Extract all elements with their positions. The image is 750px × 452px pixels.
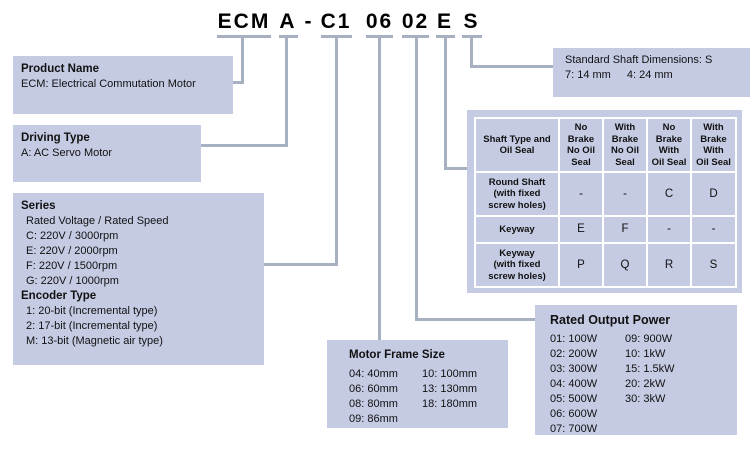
list-line: 09: 900W bbox=[625, 333, 673, 345]
encoder-type-title: Encoder Type bbox=[21, 290, 97, 302]
col-header-with-brake-with-oil: With Brake With Oil Seal bbox=[690, 117, 737, 173]
driving-type-title: Driving Type bbox=[21, 132, 90, 144]
cell-value: D bbox=[690, 171, 737, 217]
list-line: 13: 130mm bbox=[422, 383, 478, 395]
shaft-type-oil-seal-table: Shaft Type and Oil Seal No Brake No Oil … bbox=[474, 117, 737, 288]
standard-shaft-dimensions-title: Standard Shaft Dimensions: S bbox=[565, 54, 713, 66]
list-line: 15: 1.5kW bbox=[625, 363, 675, 375]
connector-e-horizontal bbox=[444, 167, 468, 170]
connector-s-vertical bbox=[470, 36, 473, 68]
list-line: M: 13-bit (Magnetic air type) bbox=[26, 335, 163, 347]
list-line: 02: 200W bbox=[550, 348, 598, 360]
list-line: 09: 86mm bbox=[349, 413, 398, 425]
list-line: 06: 60mm bbox=[349, 383, 398, 395]
rated-output-power-title: Rated Output Power bbox=[550, 313, 671, 327]
connector-c1-horizontal bbox=[247, 263, 338, 266]
list-line: 2: 17-bit (Incremental type) bbox=[26, 320, 158, 332]
cell-value: S bbox=[690, 242, 737, 288]
product-name-title: Product Name bbox=[21, 63, 99, 75]
model-segment-s: S bbox=[463, 10, 480, 33]
cell-value: Q bbox=[602, 242, 648, 288]
list-line: 04: 400W bbox=[550, 378, 598, 390]
list-line: G: 220V / 1000rpm bbox=[26, 275, 119, 287]
connector-02-horizontal bbox=[415, 318, 536, 321]
connector-06-vertical bbox=[378, 36, 381, 341]
col-header-no-brake-no-oil: No Brake No Oil Seal bbox=[558, 117, 604, 173]
cell-value: - bbox=[602, 171, 648, 217]
connector-c1-vertical bbox=[335, 36, 338, 266]
cell-value: P bbox=[558, 242, 604, 288]
list-line: 01: 100W bbox=[550, 333, 598, 345]
table-row: Round Shaft (with fixed screw holes) - -… bbox=[474, 171, 737, 217]
table-row: Keyway (with fixed screw holes) P Q R S bbox=[474, 242, 737, 288]
connector-02-vertical bbox=[415, 36, 418, 321]
model-segment-c1: C1 bbox=[320, 10, 352, 33]
standard-shaft-dimensions-box: Standard Shaft Dimensions: S 7: 14 mm 4: … bbox=[553, 48, 750, 97]
product-name-desc: ECM: Electrical Commutation Motor bbox=[21, 78, 196, 90]
driving-type-desc: A: AC Servo Motor bbox=[21, 147, 113, 159]
cell-value: F bbox=[602, 215, 648, 244]
underline-ecm bbox=[217, 35, 271, 38]
motor-frame-size-col2: 10: 100mm 13: 130mm 18: 180mm bbox=[422, 367, 477, 412]
list-line: 03: 300W bbox=[550, 363, 598, 375]
rated-output-power-col1: 01: 100W 02: 200W 03: 300W 04: 400W 05: 500W… bbox=[550, 332, 597, 437]
model-segment-06: 06 bbox=[365, 10, 394, 33]
row-label-keyway-fixed: Keyway (with fixed screw holes) bbox=[474, 242, 560, 288]
connector-s-horizontal bbox=[470, 65, 554, 68]
underline-a bbox=[279, 35, 298, 38]
model-segment-e: E bbox=[436, 10, 453, 33]
driving-type-box: Driving Type A: AC Servo Motor bbox=[13, 125, 201, 182]
col-header-no-brake-with-oil: No Brake With Oil Seal bbox=[646, 117, 692, 173]
cell-value: E bbox=[558, 215, 604, 244]
series-items: C: 220V / 3000rpm E: 220V / 2000rpm F: 220… bbox=[21, 229, 256, 289]
table-corner-header: Shaft Type and Oil Seal bbox=[474, 117, 560, 173]
encoder-type-items: 1: 20-bit (Incremental type) 2: 17-bit (I… bbox=[21, 304, 256, 349]
cell-value: C bbox=[646, 171, 692, 217]
list-line: 07: 700W bbox=[550, 423, 598, 435]
series-title: Series bbox=[21, 200, 56, 212]
connector-ecm-vertical bbox=[241, 36, 244, 84]
motor-frame-size-col1: 04: 40mm 06: 60mm 08: 80mm 09: 86mm bbox=[349, 367, 398, 427]
cell-value: - bbox=[646, 215, 692, 244]
connector-e-vertical bbox=[444, 36, 447, 170]
col-header-with-brake-no-oil: With Brake No Oil Seal bbox=[602, 117, 648, 173]
motor-frame-size-title: Motor Frame Size bbox=[349, 349, 445, 361]
cell-value: R bbox=[646, 242, 692, 288]
shaft-dimension-4: 4: 24 mm bbox=[626, 69, 673, 81]
motor-frame-size-box: Motor Frame Size 04: 40mm 06: 60mm 08: 80m… bbox=[327, 340, 508, 428]
row-label-round-shaft: Round Shaft (with fixed screw holes) bbox=[474, 171, 560, 217]
model-segment-a: A bbox=[279, 10, 297, 33]
list-line: 06: 600W bbox=[550, 408, 598, 420]
list-line: 10: 100mm bbox=[422, 368, 478, 380]
list-line: E: 220V / 2000rpm bbox=[26, 245, 118, 257]
model-segment-02: 02 bbox=[401, 10, 430, 33]
list-line: 04: 40mm bbox=[349, 368, 398, 380]
rated-output-power-box: Rated Output Power 01: 100W 02: 200W 03: 3… bbox=[535, 305, 737, 435]
list-line: 05: 500W bbox=[550, 393, 598, 405]
series-box: Series Rated Voltage / Rated Speed C: 22… bbox=[13, 193, 264, 365]
cell-value: - bbox=[558, 171, 604, 217]
list-line: F: 220V / 1500rpm bbox=[26, 260, 118, 272]
model-segment-ecm: ECM bbox=[217, 10, 271, 33]
list-line: C: 220V / 3000rpm bbox=[26, 230, 119, 242]
product-name-box: Product Name ECM: Electrical Commutation… bbox=[13, 56, 233, 114]
list-line: 1: 20-bit (Incremental type) bbox=[26, 305, 158, 317]
list-line: 08: 80mm bbox=[349, 398, 398, 410]
list-line: 18: 180mm bbox=[422, 398, 478, 410]
rated-output-power-col2: 09: 900W 10: 1kW 15: 1.5kW 20: 2kW 30: 3kW bbox=[625, 332, 675, 407]
connector-a-vertical bbox=[285, 36, 288, 147]
cell-value: - bbox=[690, 215, 737, 244]
shaft-dimension-7: 7: 14 mm bbox=[565, 69, 611, 81]
shaft-type-oil-seal-panel: Shaft Type and Oil Seal No Brake No Oil … bbox=[467, 110, 742, 293]
list-line: 20: 2kW bbox=[625, 378, 666, 390]
list-line: 10: 1kW bbox=[625, 348, 666, 360]
model-segment-dash: - bbox=[304, 10, 314, 33]
series-subtitle: Rated Voltage / Rated Speed bbox=[26, 215, 169, 227]
list-line: 30: 3kW bbox=[625, 393, 666, 405]
table-row: Keyway E F - - bbox=[474, 215, 737, 244]
connector-a-horizontal bbox=[184, 144, 288, 147]
row-label-keyway: Keyway bbox=[474, 215, 560, 244]
